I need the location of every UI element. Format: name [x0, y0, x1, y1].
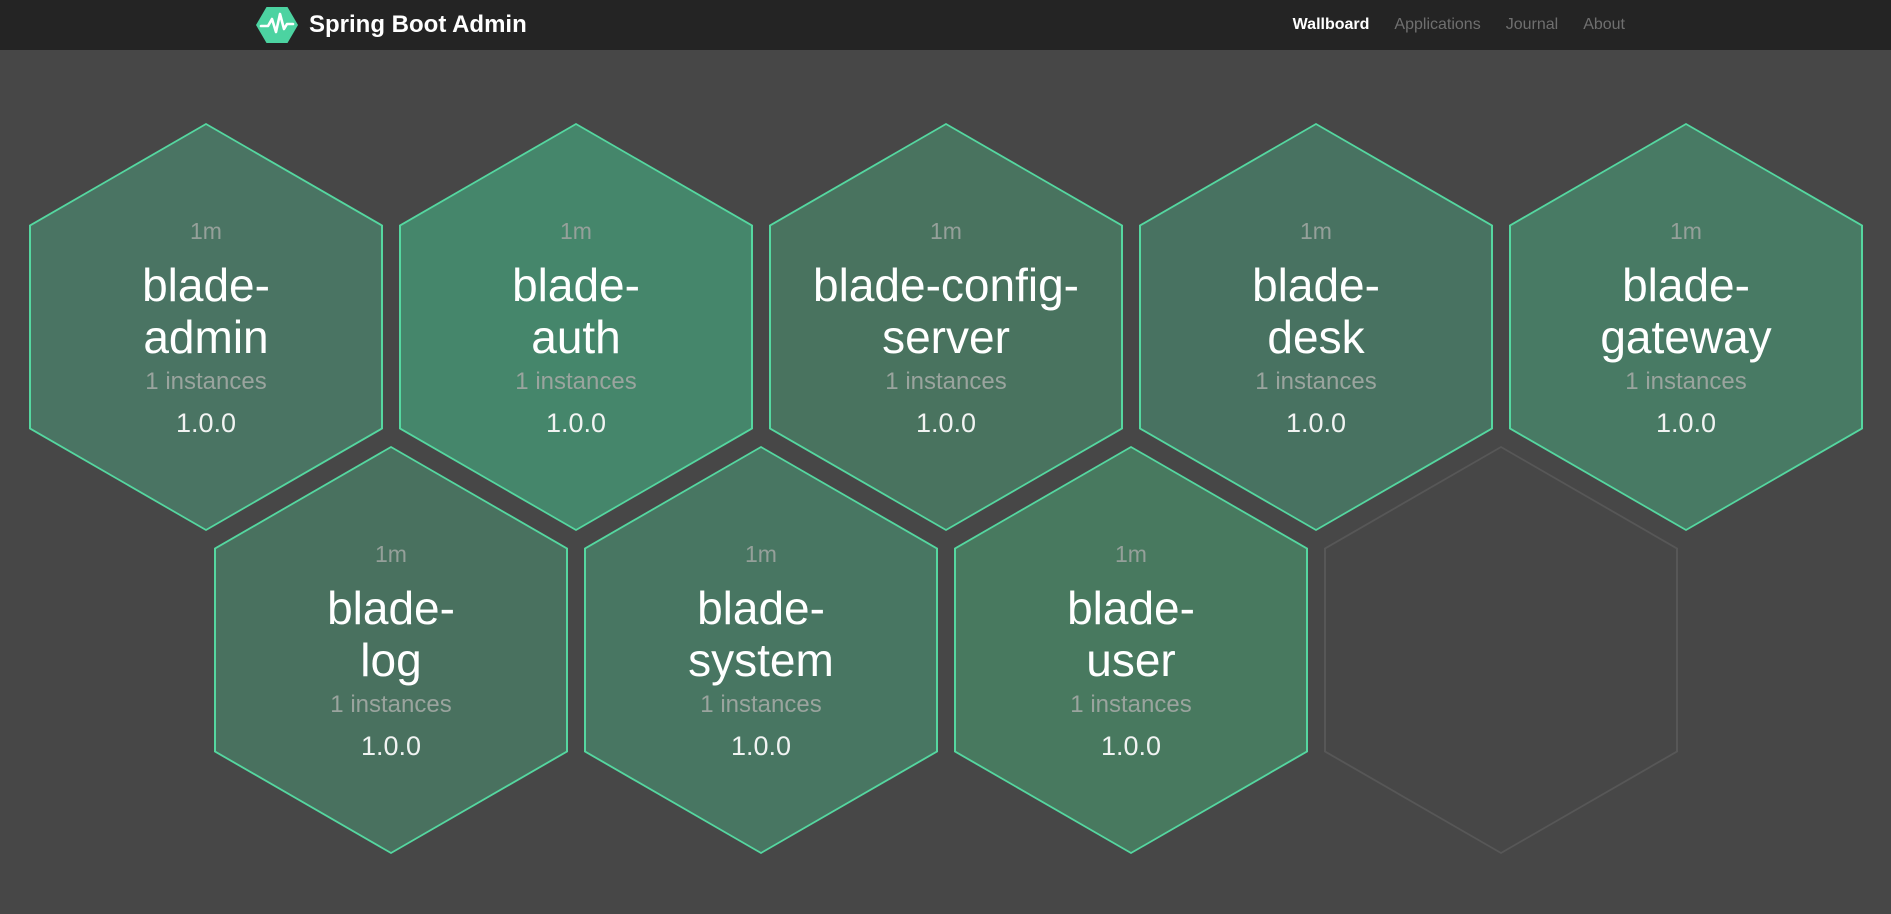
- hexagon-fill: [1141, 125, 1491, 529]
- app-name: blade-: [697, 582, 825, 634]
- app-uptime: 1m: [1115, 541, 1147, 567]
- hexagon-content: 1m blade- user 1 instances 1.0.0: [954, 446, 1308, 854]
- app-instances: 1 instances: [885, 368, 1007, 395]
- nav-links: Wallboard Applications Journal About: [1293, 0, 1625, 50]
- app-hexagon-blade-user[interactable]: 1m blade- user 1 instances 1.0.0: [954, 446, 1308, 854]
- app-version: 1.0.0: [175, 408, 237, 438]
- app-version: 1.0.0: [545, 408, 607, 438]
- app-version: 1.0.0: [1285, 408, 1347, 438]
- app-name: auth: [531, 311, 621, 363]
- app-hexagon-blade-admin[interactable]: 1m blade- admin 1 instances 1.0.0: [29, 123, 383, 531]
- app-version: 1.0.0: [360, 731, 422, 761]
- app-uptime: 1m: [745, 541, 777, 567]
- hexagon-content: 1m blade- auth 1 instances 1.0.0: [399, 123, 753, 531]
- app-instances: 1 instances: [1070, 691, 1192, 718]
- hexagon-content: 1m blade- system 1 instances 1.0.0: [584, 446, 938, 854]
- app-name: gateway: [1600, 311, 1772, 363]
- app-name: server: [882, 311, 1010, 363]
- brand-title: Spring Boot Admin: [309, 11, 527, 38]
- app-name: blade-: [512, 259, 640, 311]
- app-uptime: 1m: [930, 218, 962, 244]
- hexagon-content: 1m blade- gateway 1 instances 1.0.0: [1509, 123, 1863, 531]
- app-name: blade-config-: [813, 259, 1079, 311]
- app-name: blade-: [1067, 582, 1195, 634]
- app-instances: 1 instances: [1625, 368, 1747, 395]
- hexagon-content: 1m blade- admin 1 instances 1.0.0: [29, 123, 383, 531]
- nav-item-journal[interactable]: Journal: [1505, 16, 1559, 33]
- app-version: 1.0.0: [730, 731, 792, 761]
- hexagon-content: 1m blade- desk 1 instances 1.0.0: [1139, 123, 1493, 531]
- brand[interactable]: Spring Boot Admin: [256, 0, 527, 50]
- app-hexagon-blade-auth[interactable]: 1m blade- auth 1 instances 1.0.0: [399, 123, 753, 531]
- app-uptime: 1m: [190, 218, 222, 244]
- app-hexagon-blade-gateway[interactable]: 1m blade- gateway 1 instances 1.0.0: [1509, 123, 1863, 531]
- nav-item-applications[interactable]: Applications: [1394, 16, 1481, 33]
- app-uptime: 1m: [1300, 218, 1332, 244]
- navbar: Spring Boot Admin Wallboard Applications…: [0, 0, 1891, 50]
- app-instances: 1 instances: [515, 368, 637, 395]
- app-instances: 1 instances: [330, 691, 452, 718]
- app-name: system: [688, 634, 834, 686]
- app-instances: 1 instances: [145, 368, 267, 395]
- app-uptime: 1m: [1670, 218, 1702, 244]
- app-name: desk: [1267, 311, 1365, 363]
- app-name: admin: [143, 311, 269, 363]
- hexagon-content: 1m blade- log 1 instances 1.0.0: [214, 446, 568, 854]
- app-version: 1.0.0: [915, 408, 977, 438]
- hexagon-content: 1m blade-config- server 1 instances 1.0.…: [769, 123, 1123, 531]
- empty-hexagon-placeholder: [1324, 446, 1678, 854]
- spring-boot-admin-logo-icon: [256, 7, 298, 43]
- app-hexagon-blade-system[interactable]: 1m blade- system 1 instances 1.0.0: [584, 446, 938, 854]
- app-name: log: [360, 634, 422, 686]
- app-name: blade-: [1622, 259, 1750, 311]
- app-name: blade-: [327, 582, 455, 634]
- wallboard: 1m blade- admin 1 instances 1.0.0 1m bla…: [0, 50, 1891, 914]
- hexagon-fill: [1326, 448, 1676, 852]
- app-uptime: 1m: [375, 541, 407, 567]
- app-version: 1.0.0: [1655, 408, 1717, 438]
- app-hexagon-blade-desk[interactable]: 1m blade- desk 1 instances 1.0.0: [1139, 123, 1493, 531]
- app-version: 1.0.0: [1100, 731, 1162, 761]
- nav-item-about[interactable]: About: [1583, 16, 1625, 33]
- app-instances: 1 instances: [1255, 368, 1377, 395]
- app-name: blade-: [142, 259, 270, 311]
- app-hexagon-blade-log[interactable]: 1m blade- log 1 instances 1.0.0: [214, 446, 568, 854]
- nav-item-wallboard[interactable]: Wallboard: [1292, 16, 1370, 33]
- app-name: user: [1086, 634, 1176, 686]
- app-hexagon-blade-config-server[interactable]: 1m blade-config- server 1 instances 1.0.…: [769, 123, 1123, 531]
- app-name: blade-: [1252, 259, 1380, 311]
- app-instances: 1 instances: [700, 691, 822, 718]
- hexagon-fill: [1511, 125, 1861, 529]
- app-uptime: 1m: [560, 218, 592, 244]
